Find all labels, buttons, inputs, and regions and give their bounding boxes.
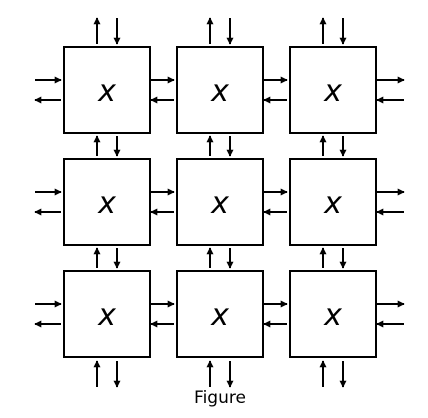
figure-caption: Figure [194, 388, 246, 408]
cell-label: x [210, 186, 229, 221]
connection-arrows [34, 17, 405, 388]
cell-box [289, 46, 377, 134]
cell-label: x [323, 74, 342, 109]
cell-box [63, 46, 151, 134]
cell-label: x [210, 298, 229, 333]
cell-box [63, 158, 151, 246]
cell-box [63, 270, 151, 358]
cell-label: x [97, 298, 116, 333]
cell-grid: x x x x x x x x x [63, 46, 377, 358]
cell-label: x [97, 186, 116, 221]
cell-label: x [323, 186, 342, 221]
cell-box [176, 270, 264, 358]
cell-box [289, 158, 377, 246]
cell-box [176, 158, 264, 246]
cell-label: x [323, 298, 342, 333]
cell-label: x [97, 74, 116, 109]
cell-label: x [210, 74, 229, 109]
cell-box [176, 46, 264, 134]
cell-box [289, 270, 377, 358]
